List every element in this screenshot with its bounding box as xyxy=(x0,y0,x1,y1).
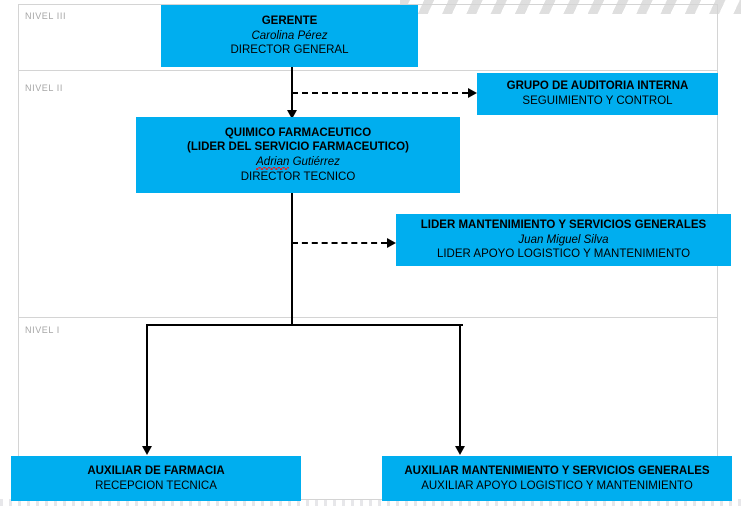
connector-to-auxiliar-mantenimiento xyxy=(459,324,461,446)
level-label-nivel-1: NIVEL I xyxy=(25,325,60,335)
node-gerente-role: DIRECTOR GENERAL xyxy=(230,44,349,57)
node-gerente[interactable]: GERENTE Carolina Pérez DIRECTOR GENERAL xyxy=(161,5,418,67)
arrowhead-quimico xyxy=(287,110,297,119)
level-label-nivel-2: NIVEL II xyxy=(25,83,63,93)
connector-split-bar xyxy=(146,324,463,326)
node-auxiliar-farmacia[interactable]: AUXILIAR DE FARMACIA RECEPCION TECNICA xyxy=(11,456,301,501)
node-auxiliar-farmacia-title: AUXILIAR DE FARMACIA xyxy=(87,464,225,477)
node-gerente-person: Carolina Pérez xyxy=(251,29,328,42)
node-quimico-person-rest: Gutiérrez xyxy=(289,156,340,168)
connector-to-auxiliar-farmacia xyxy=(146,324,148,446)
node-auditoria-role: SEGUIMIENTO Y CONTROL xyxy=(522,95,673,107)
arrowhead-auxiliar-farmacia xyxy=(142,446,152,455)
node-quimico-role: DIRECTOR TECNICO xyxy=(240,170,356,183)
node-quimico-title-line2: (LIDER DEL SERVICIO FARMACEUTICO) xyxy=(187,141,409,154)
node-lider-mantenimiento[interactable]: LIDER MANTENIMIENTO Y SERVICIOS GENERALE… xyxy=(396,214,731,266)
node-mantenimiento-role: LIDER APOYO LOGISTICO Y MANTENIMIENTO xyxy=(436,248,691,261)
node-auditoria-interna[interactable]: GRUPO DE AUDITORIA INTERNA SEGUIMIENTO Y… xyxy=(477,73,718,115)
node-quimico-person: Adrian Gutiérrez xyxy=(256,155,340,170)
node-auxiliar-mantenimiento[interactable]: AUXILIAR MANTENIMIENTO Y SERVICIOS GENER… xyxy=(382,456,732,501)
node-auditoria-title: GRUPO DE AUDITORIA INTERNA xyxy=(506,80,689,93)
node-auxiliar-farmacia-role: RECEPCION TECNICA xyxy=(95,479,217,492)
arrowhead-mantenimiento xyxy=(387,238,396,248)
node-quimico-title-line1: QUIMICO FARMACEUTICO xyxy=(224,126,372,139)
connector-quimico-trunk xyxy=(291,193,293,326)
node-mantenimiento-title: LIDER MANTENIMIENTO Y SERVICIOS GENERALE… xyxy=(420,218,707,231)
connector-quimico-to-mantenimiento xyxy=(292,242,387,244)
spellcheck-underlined-word: Adrian xyxy=(256,156,290,172)
node-mantenimiento-person: Juan Miguel Silva xyxy=(518,233,609,246)
level-separator-nivel-1 xyxy=(18,317,718,318)
level-label-nivel-3: NIVEL III xyxy=(25,11,67,21)
level-separator-nivel-2 xyxy=(18,70,718,71)
node-quimico-farmaceutico[interactable]: QUIMICO FARMACEUTICO (LIDER DEL SERVICIO… xyxy=(136,117,460,193)
node-gerente-title: GERENTE xyxy=(261,14,318,27)
arrowhead-auditoria xyxy=(468,88,477,98)
connector-gerente-to-auditoria xyxy=(292,92,468,94)
arrowhead-auxiliar-mantenimiento xyxy=(455,446,465,455)
node-auxiliar-mantenimiento-role: AUXILIAR APOYO LOGISTICO Y MANTENIMIENTO xyxy=(421,479,693,492)
node-auxiliar-mantenimiento-title: AUXILIAR MANTENIMIENTO Y SERVICIOS GENER… xyxy=(404,464,710,477)
